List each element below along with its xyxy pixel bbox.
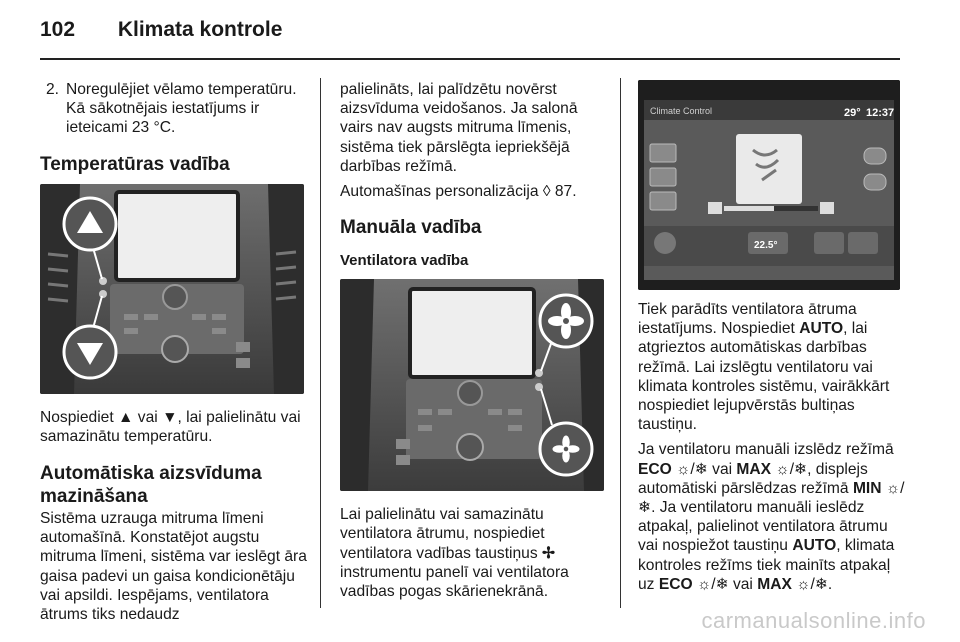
column-3: Climate Control 29° 12:37 22.5° Tiek par… (638, 80, 908, 594)
text-part: Ja ventilatoru manuāli izslēdz režīmā (638, 441, 894, 459)
screen-title: Climate Control (650, 106, 712, 116)
mode-symbol-text: ☼/❄, displejs automātiski pārslēdzas rež… (638, 460, 868, 497)
figure-climate-screen: Climate Control 29° 12:37 22.5° (638, 80, 900, 290)
personalization-ref: Automašīnas personalizācija ◊ 87. (340, 182, 608, 201)
mode-symbol-text: ☼/❄ vai (671, 460, 737, 478)
step-2: 2. Noregulējiet vēlamo temperatūru. Kā s… (40, 80, 308, 138)
screen-outside-temp: 29° (844, 107, 861, 119)
fan-caption-part: instrumentu panelī vai ventilatora vadīb… (340, 563, 569, 601)
step-text: Noregulējiet vēlamo temperatūru. Kā sāko… (66, 81, 297, 137)
column-2: palielināts, lai palīdzētu novērst aizsv… (340, 80, 608, 601)
text-part: Tiek parādīts ventilatora ātruma iestatī… (638, 301, 857, 338)
fan-icon: ✢ (541, 544, 556, 562)
triangle-up-icon: ▲ (118, 408, 134, 426)
temp-caption-part: Nospiediet (40, 408, 119, 426)
column-divider-2 (620, 78, 621, 608)
temp-caption-part: vai (133, 408, 163, 426)
mode-symbol-text: ☼/❄. (791, 575, 833, 593)
eco-max-text: Ja ventilatoru manuāli izslēdz režīmā EC… (638, 440, 908, 594)
figure-fan-controls (340, 279, 604, 492)
heading-temperature-control: Temperatūras vadība (40, 153, 230, 175)
eco-label: ECO (638, 460, 672, 478)
header-rule (40, 58, 900, 60)
fan-setting-text: Tiek parādīts ventilatora ātruma iestatī… (638, 300, 908, 434)
auto-defog-text: Sistēma uzrauga mitruma līmeni automašīn… (40, 510, 307, 624)
column-1: 2. Noregulējiet vēlamo temperatūru. Kā s… (40, 80, 308, 624)
fan-caption-part: Lai palielinātu vai samazinātu ventilato… (340, 506, 545, 562)
text-part: , lai atgrieztos automātiskas darbības r… (638, 320, 890, 434)
page-header: 102 Klimata kontrole (40, 18, 282, 42)
page-number: 102 (40, 18, 76, 41)
auto-label: AUTO (799, 320, 844, 338)
heading-auto-defog: Automātiska aizsvīduma mazināšana (40, 463, 262, 508)
page-reference-link[interactable]: ◊ 87. (542, 183, 577, 201)
temp-caption: Nospiediet ▲ vai ▼, lai palielinātu vai … (40, 408, 308, 446)
temp-caption-part: , lai palielinātu vai samazinātu tempera… (40, 408, 301, 445)
screen-clock: 12:37 (866, 107, 894, 119)
page-title: Klimata kontrole (117, 18, 283, 41)
triangle-down-icon: ▼ (162, 408, 178, 426)
screen-set-temp: 22.5° (754, 240, 777, 251)
min-label: MIN (852, 479, 882, 497)
fan-caption: Lai palielinātu vai samazinātu ventilato… (340, 505, 608, 601)
heading-manual-control: Manuāla vadība (340, 217, 482, 239)
auto-label: AUTO (792, 537, 837, 555)
watermark: carmanualsonline.info (701, 608, 926, 633)
column-divider-1 (320, 78, 321, 608)
eco-label: ECO (658, 575, 693, 593)
text-part: , klimata kontroles režīms tiek mainīts … (638, 537, 895, 593)
personalization-text: Automašīnas personalizācija (340, 183, 543, 201)
defog-continued-text: palielināts, lai palīdzētu novērst aizsv… (340, 81, 578, 175)
max-label: MAX (736, 460, 772, 478)
max-label: MAX (757, 575, 792, 593)
mode-symbol-text: ☼/❄. Ja ventilatoru manuāli ieslēdz atpa… (638, 479, 905, 555)
step-number: 2. (46, 81, 60, 98)
figure-temperature-controls (40, 183, 304, 394)
heading-fan-control: Ventilatora vadība (340, 252, 469, 270)
mode-symbol-text: ☼/❄ vai (692, 575, 758, 593)
